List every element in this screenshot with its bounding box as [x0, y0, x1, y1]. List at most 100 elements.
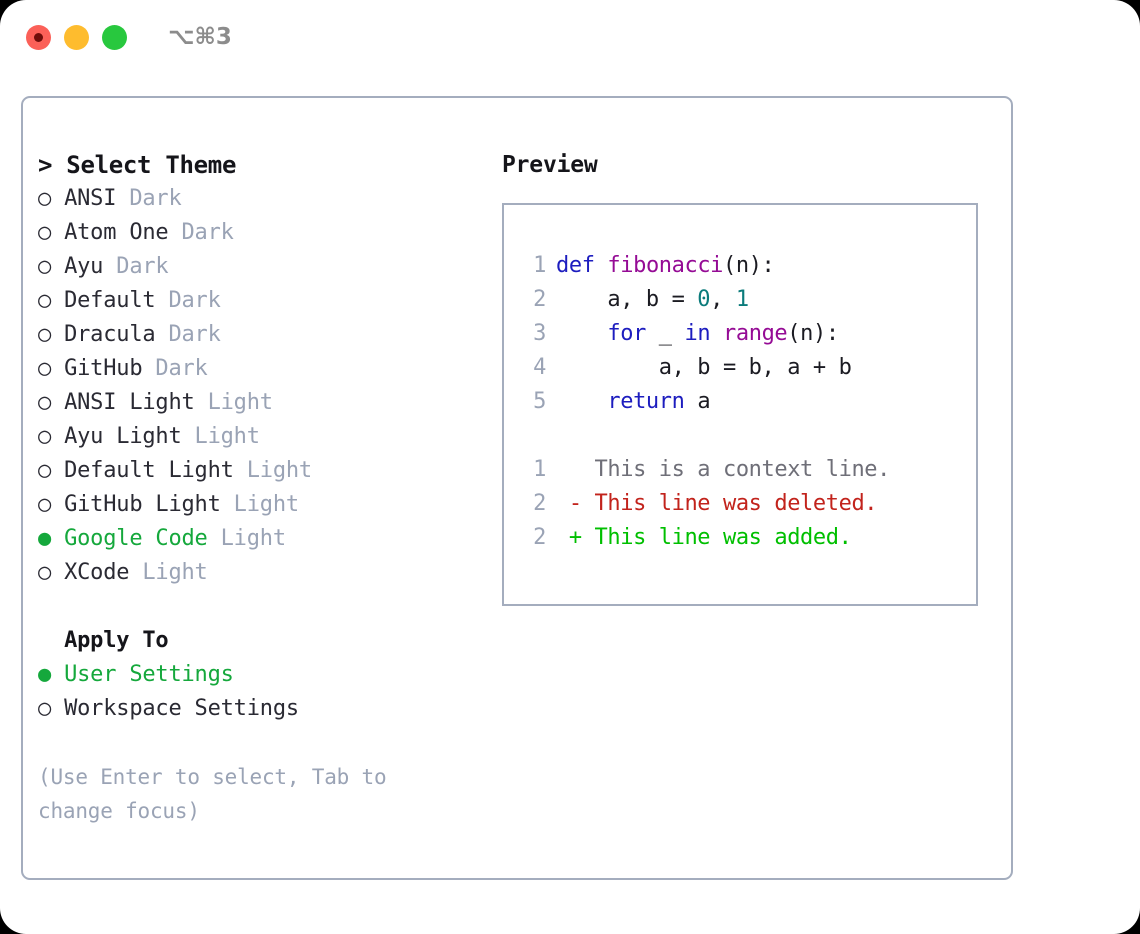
theme-option-default-light[interactable]: ○ Default Light Light	[38, 454, 478, 488]
apply-to-option-list: ● User Settings○ Workspace Settings	[38, 658, 478, 726]
theme-option-ayu[interactable]: ○ Ayu Dark	[38, 250, 478, 284]
hint-spacer	[38, 726, 478, 760]
theme-option-dracula[interactable]: ○ Dracula Dark	[38, 318, 478, 352]
diff-line-text: - This line was deleted.	[556, 491, 878, 516]
code-token-pl: _	[645, 321, 685, 346]
radio-unselected-icon: ○	[38, 254, 52, 279]
line-number: 2	[533, 491, 546, 516]
theme-option-variant: Light	[233, 458, 312, 483]
code-token-num: 0	[697, 287, 711, 312]
theme-option-label: Ayu	[51, 254, 104, 279]
theme-option-label: ANSI Light	[51, 390, 195, 415]
code-line: 2 a, b = 0, 1	[520, 283, 976, 317]
theme-option-label: Default	[51, 288, 156, 313]
code-token-pl: (n):	[723, 253, 775, 278]
radio-unselected-icon: ○	[38, 356, 52, 381]
main-panel: > Select Theme ○ ANSI Dark○ Atom One Dar…	[21, 96, 1013, 880]
radio-unselected-icon: ○	[38, 322, 52, 347]
code-token-fn: fibonacci	[607, 253, 724, 278]
apply-to-title: Apply To	[38, 624, 478, 658]
radio-unselected-icon: ○	[38, 458, 52, 483]
radio-unselected-icon: ○	[38, 696, 52, 721]
theme-option-atom-one[interactable]: ○ Atom One Dark	[38, 216, 478, 250]
diff-line-context: 1 This is a context line.	[520, 453, 976, 487]
theme-option-default[interactable]: ○ Default Dark	[38, 284, 478, 318]
radio-selected-icon: ●	[38, 526, 52, 551]
code-line: 3 for _ in range(n):	[520, 317, 976, 351]
apply-to-option-workspace-settings[interactable]: ○ Workspace Settings	[38, 692, 478, 726]
code-token-kw: def	[556, 253, 595, 278]
line-number: 5	[533, 389, 546, 414]
maximize-button[interactable]	[102, 25, 127, 50]
theme-option-xcode[interactable]: ○ XCode Light	[38, 556, 478, 590]
theme-option-variant: Dark	[116, 186, 182, 211]
line-number: 2	[533, 287, 546, 312]
code-token-pl: a, b = b, a + b	[556, 355, 852, 380]
radio-unselected-icon: ○	[38, 220, 52, 245]
theme-option-variant: Dark	[155, 322, 221, 347]
code-token-pl: (n):	[787, 321, 839, 346]
line-number: 4	[533, 355, 546, 380]
theme-picker-title: > Select Theme	[38, 151, 237, 179]
keyboard-shortcut-label: ⌥⌘3	[168, 24, 232, 50]
line-number: 3	[533, 321, 546, 346]
apply-to-option-user-settings[interactable]: ● User Settings	[38, 658, 478, 692]
theme-picker-column: > Select Theme ○ ANSI Dark○ Atom One Dar…	[38, 148, 478, 828]
theme-option-label: XCode	[51, 560, 130, 585]
theme-option-github[interactable]: ○ GitHub Dark	[38, 352, 478, 386]
code-diff-spacer	[520, 419, 976, 453]
apply-to-option-label: User Settings	[51, 662, 234, 687]
radio-unselected-icon: ○	[38, 492, 52, 517]
theme-option-label: Dracula	[51, 322, 156, 347]
theme-option-variant: Dark	[103, 254, 169, 279]
code-token-pl	[556, 389, 607, 414]
theme-option-label: ANSI	[51, 186, 117, 211]
radio-unselected-icon: ○	[38, 186, 52, 211]
theme-option-label: Atom One	[51, 220, 169, 245]
code-token-kw: return	[607, 389, 685, 414]
diff-sample: 1 This is a context line. 2 - This line w…	[520, 453, 976, 555]
line-number: 1	[533, 457, 546, 482]
theme-option-google-code[interactable]: ● Google Code Light	[38, 522, 478, 556]
code-token-num: 1	[735, 287, 749, 312]
theme-option-label: GitHub	[51, 356, 143, 381]
theme-option-variant: Light	[207, 526, 286, 551]
preview-title: Preview	[502, 152, 598, 178]
code-token-pl	[595, 253, 608, 278]
radio-unselected-icon: ○	[38, 424, 52, 449]
code-token-pl: a	[684, 389, 711, 414]
code-token-kw: in	[684, 321, 711, 346]
apply-to-option-label: Workspace Settings	[51, 696, 299, 721]
theme-option-ansi[interactable]: ○ ANSI Dark	[38, 182, 478, 216]
theme-option-ansi-light[interactable]: ○ ANSI Light Light	[38, 386, 478, 420]
theme-option-list: ○ ANSI Dark○ Atom One Dark○ Ayu Dark○ De…	[38, 182, 478, 590]
radio-selected-icon: ●	[38, 662, 52, 687]
radio-unselected-icon: ○	[38, 390, 52, 415]
traffic-lights	[26, 25, 127, 50]
code-token-pl: ,	[710, 287, 736, 312]
apply-to-title-text: Apply To	[64, 628, 169, 653]
radio-unselected-icon: ○	[38, 288, 52, 313]
recording-dot-icon	[34, 33, 43, 42]
close-button[interactable]	[26, 25, 51, 50]
theme-option-ayu-light[interactable]: ○ Ayu Light Light	[38, 420, 478, 454]
title-bar: ⌥⌘3	[0, 0, 1140, 78]
theme-option-variant: Dark	[142, 356, 208, 381]
code-token-pl	[556, 321, 607, 346]
section-spacer	[38, 590, 478, 624]
theme-option-github-light[interactable]: ○ GitHub Light Light	[38, 488, 478, 522]
code-token-pl: a, b =	[556, 287, 698, 312]
radio-unselected-icon: ○	[38, 560, 52, 585]
minimize-button[interactable]	[64, 25, 89, 50]
theme-option-variant: Light	[181, 424, 260, 449]
code-token-fn: range	[723, 321, 788, 346]
keyboard-hint: (Use Enter to select, Tab to change focu…	[38, 765, 399, 823]
theme-option-variant: Dark	[155, 288, 221, 313]
diff-line-add: 2 + This line was added.	[520, 521, 976, 555]
theme-option-label: Default Light	[51, 458, 234, 483]
